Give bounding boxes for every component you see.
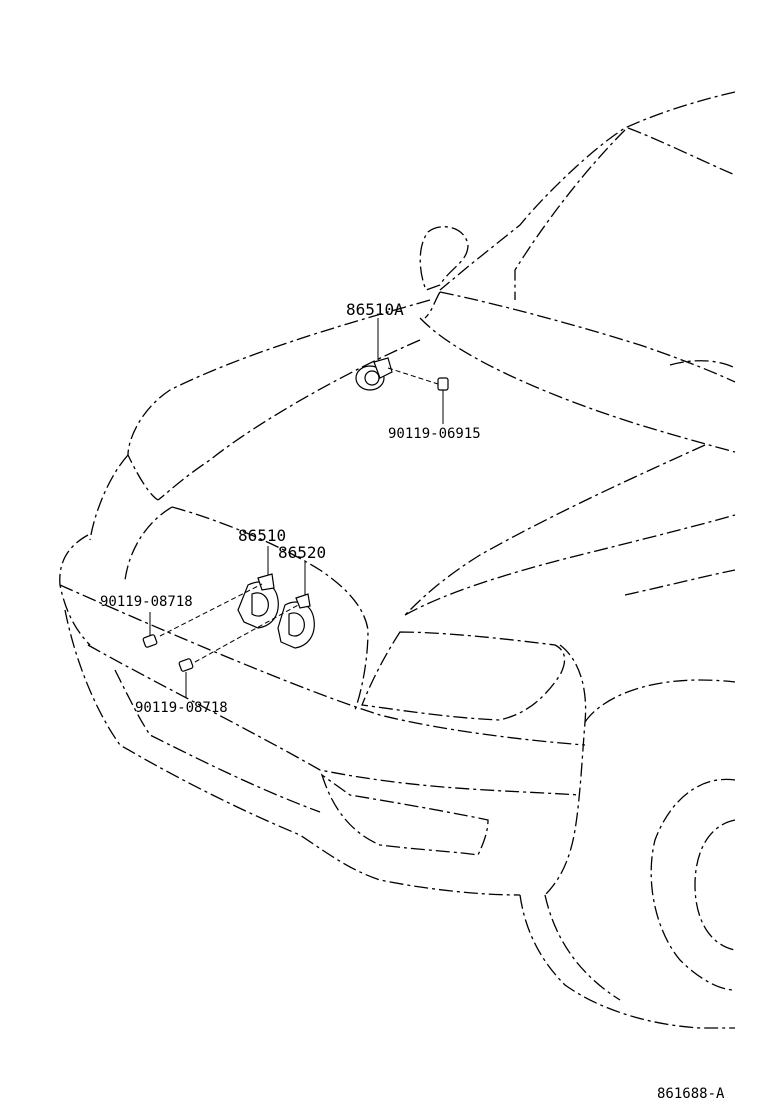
label-86520: 86520 [278,543,327,562]
horn-86510-bracket [257,573,275,591]
bumper-top [59,534,91,646]
front-wheel-inner [694,819,736,951]
fender-arch-upper [584,679,736,723]
grille-left [124,506,173,581]
side-mirror [419,226,469,291]
wiper [669,360,736,369]
underbody [519,894,735,1029]
grille-outline [171,506,369,711]
fender-line [624,569,736,596]
windshield-lower [439,291,736,383]
hood-rear-edge [419,317,736,453]
tire-bottom [544,894,621,1001]
bolt-90119-08718-lower [178,658,194,672]
bumper-bottom [64,609,521,896]
bolt-path-upper [387,367,439,385]
fog-lamp-opening [320,773,489,856]
hood-side-edge [404,444,706,616]
horn-86510A-center [364,370,380,386]
horn-upper-group [355,318,449,424]
horn-86520-bell [288,612,305,637]
front-wheel-outer [650,778,736,991]
horn-lower-group [142,546,315,698]
label-86510A: 86510A [346,300,404,319]
label-90119-08718-lower: 90119-08718 [135,700,228,716]
hood-top [127,299,431,501]
body-left-edge [89,454,129,541]
windshield-top [627,127,736,176]
diagram-id: 861688-A [657,1086,725,1102]
cowl-line [424,291,441,319]
bumper-main [59,584,586,746]
front-fender-top [404,514,736,616]
label-90119-08718-upper: 90119-08718 [100,594,193,610]
bolt-90119-08718-upper [142,634,158,648]
label-90119-06915: 90119-06915 [388,426,481,442]
bumper-lower-front [87,644,581,796]
bumper-lip [114,669,321,813]
label-86510: 86510 [238,526,287,545]
headlight [361,631,566,721]
horn-86510-bell [251,592,269,617]
fender-front [544,644,587,896]
hood-front-crease [157,339,421,501]
bolt-path-left-lower [194,603,301,663]
vehicle-phantom-outline [59,91,736,1029]
horn-86520-bracket [295,593,311,609]
bolt-90119-06915 [437,377,449,391]
bolt-path-left-upper [159,583,263,637]
horn-86510A-bracket [373,357,393,379]
a-pillar [514,129,626,300]
roof-line [439,91,736,291]
